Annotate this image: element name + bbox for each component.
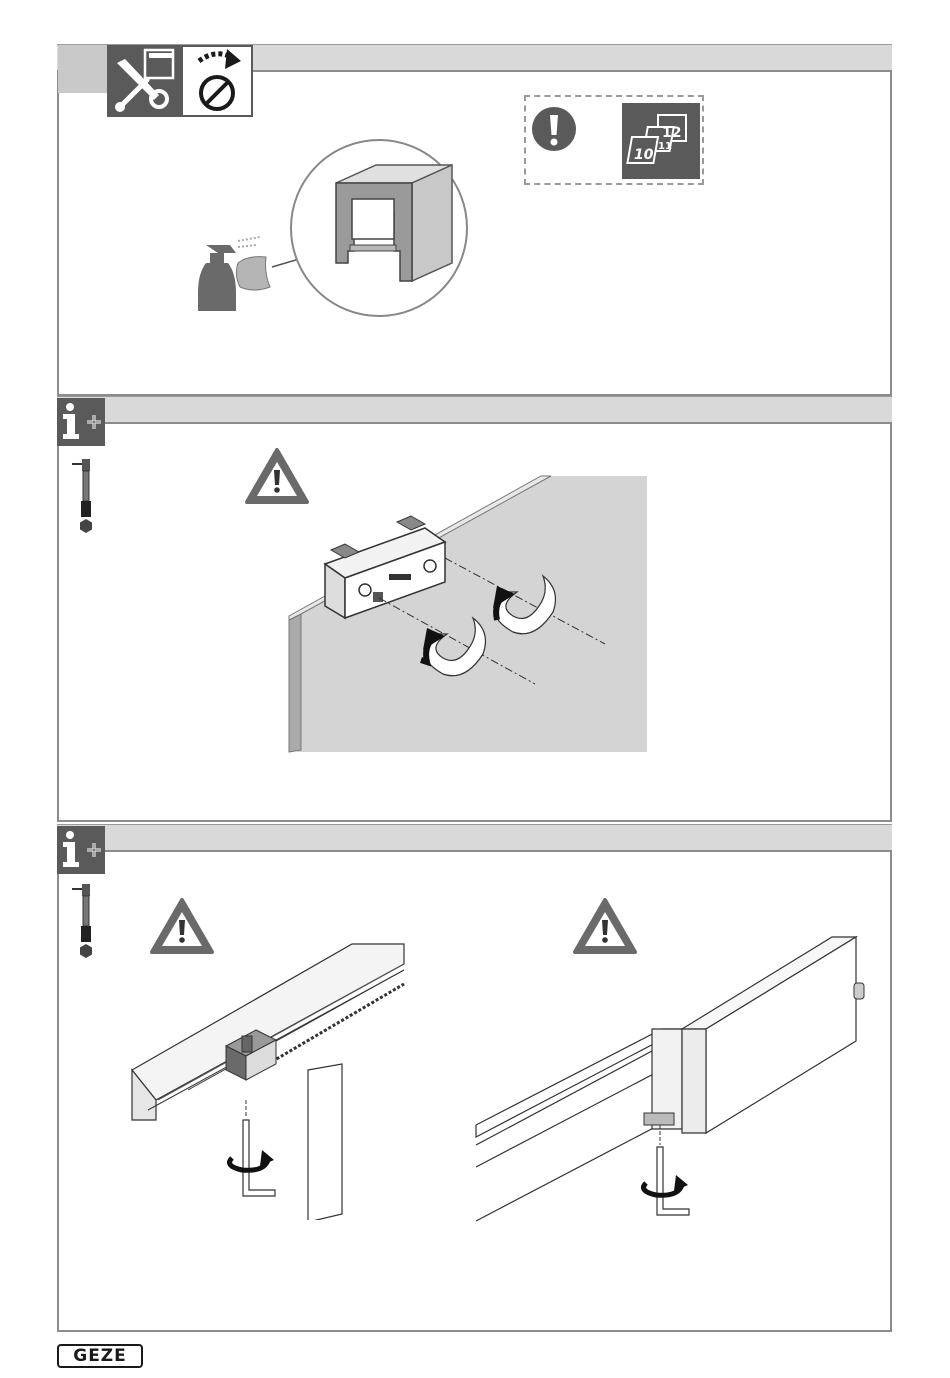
no-power-icon [181, 45, 253, 117]
torque-screwdriver-icon [68, 880, 108, 960]
calendar-12-months-icon: 12 11 10 [622, 103, 700, 179]
section1-gray-corner [58, 45, 108, 93]
end-stop-block [682, 937, 864, 1133]
section3-header-band [57, 824, 892, 852]
calendar-label-12: 12 [662, 125, 681, 141]
maintenance-interval-note: 12 11 10 [524, 95, 704, 185]
section2-header-band [57, 396, 892, 424]
brand-logo: GEZE [57, 1344, 143, 1368]
important-exclamation-icon [532, 107, 576, 151]
torque-screwdriver-icon [68, 455, 108, 535]
calendar-label-10: 10 [634, 147, 654, 163]
info-plus-icon [57, 826, 105, 874]
brand-logo-text: GEZE [73, 1346, 127, 1366]
calendar-label-11: 11 [658, 141, 672, 152]
info-plus-icon [57, 398, 105, 446]
carriage-illustration [285, 474, 650, 756]
cleaning-cloth [236, 257, 270, 290]
rotation-arrow-icon [644, 1175, 688, 1195]
cleaning-illustration [180, 135, 480, 320]
track-end-stop-illustration [474, 935, 869, 1235]
rotation-arrow-icon [230, 1150, 274, 1170]
maintenance-tools-icon [107, 45, 181, 117]
track-carriage-illustration [128, 940, 408, 1220]
